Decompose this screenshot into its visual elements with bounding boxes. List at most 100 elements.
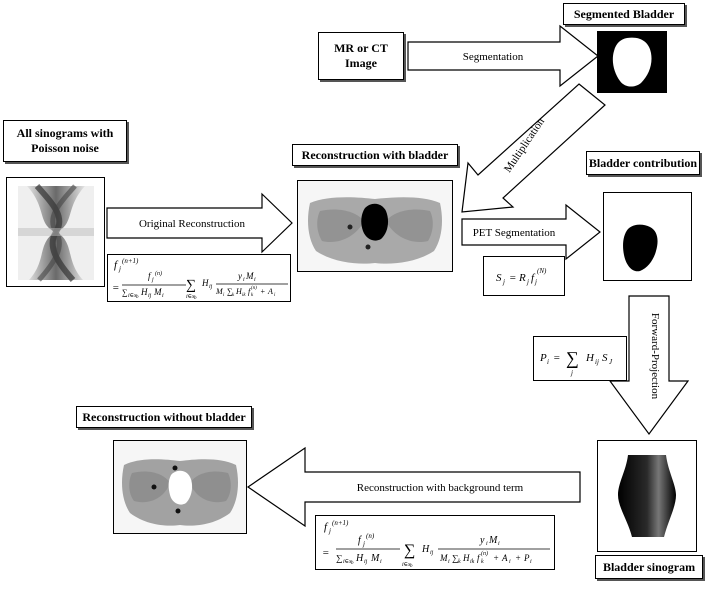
- svg-text:+: +: [515, 553, 521, 563]
- forward-projection-arrow: [608, 295, 690, 436]
- svg-text:∑: ∑: [227, 287, 233, 296]
- bladder-contribution-image: [603, 192, 692, 281]
- svg-text:∑: ∑: [566, 348, 579, 368]
- svg-text:ij: ij: [595, 358, 599, 366]
- svg-text:i: i: [274, 293, 276, 298]
- mr-ct-image-label: MR or CT Image: [334, 41, 388, 70]
- recon-without-bladder-image: [113, 440, 247, 534]
- svg-text:ij: ij: [209, 284, 213, 290]
- bladder-sinogram-shape: [618, 455, 676, 537]
- svg-text:i∈s: i∈s: [128, 293, 137, 299]
- mlem-background-equation: f j (n+1) = f j (n) ∑ i∈s b H ij M i ∑ i…: [322, 519, 550, 569]
- bladder-sinogram-image: [597, 440, 697, 552]
- svg-text:j: j: [570, 369, 573, 377]
- svg-text:(N): (N): [537, 267, 547, 275]
- pelvis-recon-with-bladder: [298, 181, 452, 271]
- recon-with-bladder-image: [297, 180, 453, 272]
- all-sinograms-box: All sinograms with Poisson noise: [3, 120, 127, 162]
- sj-equation: S j = R j f j (N): [496, 267, 547, 286]
- svg-text:b: b: [351, 561, 354, 566]
- svg-text:i∈s: i∈s: [402, 562, 411, 568]
- all-sinograms-label: All sinograms with Poisson noise: [16, 126, 114, 155]
- svg-text:=: =: [112, 282, 119, 294]
- bladder-mask-shape: [612, 37, 652, 87]
- bladder-contribution-label: Bladder contribution: [588, 155, 698, 170]
- pi-equation: P i = ∑ j H ij S J: [539, 348, 613, 377]
- svg-text:+: +: [493, 553, 499, 563]
- bladder-sinogram-box: Bladder sinogram: [595, 555, 703, 579]
- pelvis-recon-without-bladder: [114, 441, 246, 533]
- svg-text:ik: ik: [470, 559, 475, 565]
- bladder-sinogram-label: Bladder sinogram: [602, 559, 696, 574]
- svg-text:i∈s: i∈s: [343, 559, 352, 565]
- svg-text:M: M: [439, 553, 448, 563]
- recon-background-label: Reconstruction with background term: [357, 482, 524, 494]
- svg-text:S: S: [496, 272, 502, 284]
- svg-text:P: P: [539, 352, 547, 364]
- svg-text:i: i: [498, 541, 500, 547]
- svg-text:f: f: [477, 553, 481, 563]
- sj-equation-box: S j = R j f j (N): [483, 256, 565, 296]
- svg-text:H: H: [585, 352, 595, 364]
- svg-text:H: H: [140, 287, 148, 297]
- svg-text:k: k: [458, 559, 461, 565]
- sinogram-pattern: [18, 183, 94, 282]
- mlem-equation-box: f j (n+1) = f j (n) ∑ i∈s b H ij M i ∑ i…: [107, 254, 291, 302]
- svg-text:(n+1): (n+1): [332, 519, 349, 527]
- bladder-contribution-box: Bladder contribution: [586, 151, 700, 175]
- segmented-bladder-box: Segmented Bladder: [563, 3, 685, 25]
- svg-text:j: j: [151, 277, 154, 283]
- svg-text:j: j: [526, 278, 529, 286]
- svg-text:f: f: [531, 272, 536, 284]
- original-reconstruction-label: Original Reconstruction: [139, 218, 246, 230]
- svg-text:P: P: [523, 553, 530, 563]
- svg-text:j: j: [534, 278, 537, 286]
- segmentation-label: Segmentation: [463, 51, 524, 63]
- segmentation-arrow: [407, 24, 599, 88]
- recon-with-bladder-label: Reconstruction with bladder: [301, 147, 449, 162]
- svg-text:ij: ij: [148, 293, 152, 299]
- svg-text:∑: ∑: [336, 553, 342, 563]
- multiplication-arrow: [461, 83, 606, 213]
- svg-text:i: i: [223, 293, 225, 298]
- recon-without-bladder-box: Reconstruction without bladder: [76, 406, 252, 428]
- svg-text:f: f: [148, 271, 152, 281]
- svg-text:i: i: [254, 277, 256, 283]
- svg-text:b: b: [410, 564, 413, 569]
- recon-with-bladder-box: Reconstruction with bladder: [292, 144, 458, 166]
- svg-text:k: k: [251, 293, 254, 298]
- svg-text:A: A: [267, 287, 273, 296]
- mlem-background-equation-box: f j (n+1) = f j (n) ∑ i∈s b H ij M i ∑ i…: [315, 515, 555, 570]
- svg-text:H: H: [462, 553, 470, 563]
- svg-text:H: H: [421, 544, 430, 555]
- svg-text:k: k: [232, 293, 235, 298]
- svg-text:H: H: [235, 287, 243, 296]
- original-reconstruction-arrow: [106, 192, 293, 254]
- svg-text:ij: ij: [364, 559, 368, 565]
- svg-text:i∈s: i∈s: [186, 294, 195, 300]
- svg-text:∑: ∑: [122, 288, 128, 297]
- svg-text:f: f: [324, 521, 329, 533]
- svg-text:J: J: [609, 358, 613, 366]
- svg-text:(n): (n): [155, 270, 162, 277]
- svg-text:(n): (n): [251, 286, 257, 291]
- svg-text:M: M: [153, 287, 162, 297]
- bladder-contribution-shape: [623, 224, 658, 272]
- all-sinograms-image: [6, 177, 105, 287]
- svg-text:i: i: [547, 358, 549, 366]
- svg-text:i: i: [162, 293, 164, 299]
- svg-text:M: M: [370, 553, 380, 564]
- svg-text:j: j: [118, 265, 121, 273]
- recon-without-bladder-label: Reconstruction without bladder: [82, 409, 246, 424]
- svg-text:b: b: [136, 295, 139, 300]
- recon-background-arrow: [246, 446, 581, 528]
- pet-segmentation-label: PET Segmentation: [473, 227, 556, 239]
- pi-equation-box: P i = ∑ j H ij S J: [533, 336, 627, 381]
- svg-text:(n): (n): [481, 550, 488, 557]
- svg-text:j: j: [328, 527, 331, 535]
- svg-text:=: =: [509, 272, 516, 284]
- svg-text:H: H: [355, 553, 364, 564]
- svg-text:M: M: [215, 287, 224, 296]
- svg-text:=: =: [322, 547, 329, 559]
